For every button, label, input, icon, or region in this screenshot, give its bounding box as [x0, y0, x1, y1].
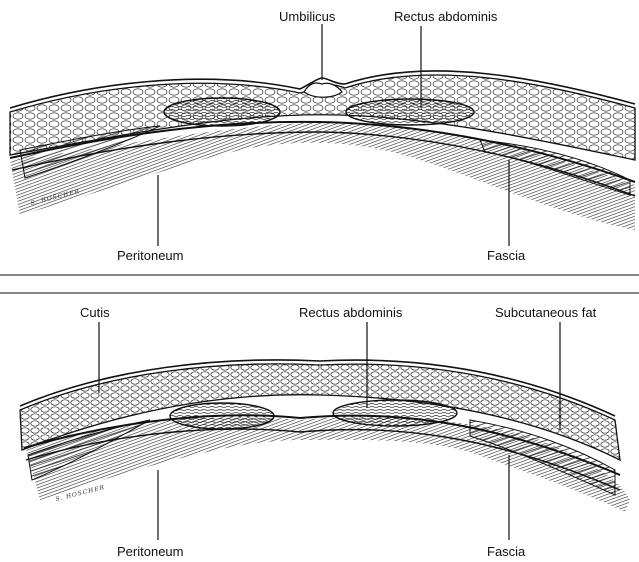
label-peritoneum-top: Peritoneum — [117, 248, 183, 263]
top-rectus-right — [346, 99, 474, 125]
label-subcutaneous-fat: Subcutaneous fat — [495, 305, 596, 320]
label-fascia-bottom: Fascia — [487, 544, 525, 559]
label-umbilicus: Umbilicus — [279, 9, 335, 24]
label-peritoneum-bottom: Peritoneum — [117, 544, 183, 559]
top-panel-drawing — [10, 24, 635, 246]
bottom-panel-drawing — [20, 322, 630, 540]
label-rectus-abdominis-bottom: Rectus abdominis — [299, 305, 402, 320]
label-fascia-top: Fascia — [487, 248, 525, 263]
label-rectus-abdominis-top: Rectus abdominis — [394, 9, 497, 24]
label-cutis: Cutis — [80, 305, 110, 320]
